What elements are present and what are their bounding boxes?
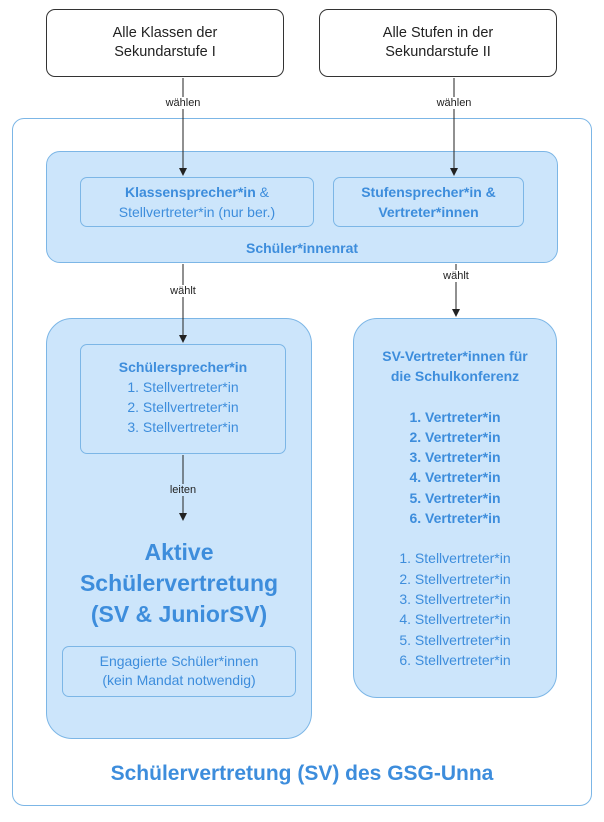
class-speaker-box: Klassensprecher*in & Stellvertreter*in (… — [80, 177, 314, 227]
sk-rep-1: 1. Vertreter*in — [409, 408, 501, 425]
edge-label-waehlen-right: wählen — [434, 97, 474, 109]
school-conference-panel: SV-Vertreter*innen für die Schulkonferen… — [353, 318, 557, 698]
level-speaker-line-2: Vertreter*innen — [378, 204, 479, 220]
sk-rep-3: 3. Vertreter*in — [409, 449, 501, 466]
sk-deputy-4: 4. Stellvertreter*in — [399, 611, 511, 628]
council-title: Schüler*innenrat — [245, 240, 359, 256]
sk-rep-2: 2. Vertreter*in — [409, 428, 501, 445]
edge-label-waehlt-left: wählt — [168, 285, 198, 297]
box-sekundarstufe-1: Alle Klassen der Sekundarstufe I — [46, 9, 284, 77]
asv-title-line-3: (SV & JuniorSV) — [90, 601, 268, 627]
sk-deputy-3: 3. Stellvertreter*in — [399, 590, 511, 607]
sek1-line-2: Sekundarstufe I — [114, 44, 216, 60]
class-speaker-title: Klassensprecher*in — [125, 184, 256, 200]
sek1-line-1: Alle Klassen der — [112, 25, 218, 41]
engaged-line-1: Engagierte Schüler*innen — [99, 653, 259, 669]
edge-label-waehlen-left: wählen — [163, 97, 203, 109]
asv-title: Aktive Schülervertretung (SV & JuniorSV) — [46, 537, 312, 630]
edge-label-leiten: leiten — [167, 484, 199, 496]
council-panel — [46, 151, 558, 263]
sk-rep-4: 4. Vertreter*in — [409, 469, 501, 486]
sk-deputy-1: 1. Stellvertreter*in — [399, 550, 511, 567]
speaker-deputy-3: 3. Stellvertreter*in — [127, 419, 239, 435]
engaged-line-2: (kein Mandat notwendig) — [102, 672, 256, 688]
engaged-students-box: Engagierte Schüler*innen (kein Mandat no… — [62, 646, 296, 697]
sk-deputy-5: 5. Stellvertreter*in — [399, 631, 511, 648]
speaker-deputy-2: 2. Stellvertreter*in — [127, 399, 239, 415]
sk-deputy-6: 6. Stellvertreter*in — [399, 651, 511, 668]
speaker-box: Schülersprecher*in 1. Stellvertreter*in … — [80, 344, 286, 454]
asv-title-line-2: Schülervertretung — [79, 570, 279, 596]
class-speaker-amp: & — [255, 184, 269, 200]
box-sekundarstufe-2: Alle Stufen in der Sekundarstufe II — [319, 9, 557, 77]
footer-title: Schülervertretung (SV) des GSG-Unna — [110, 762, 494, 785]
sk-deputy-2: 2. Stellvertreter*in — [399, 570, 511, 587]
class-speaker-deputy: Stellvertreter*in (nur ber.) — [118, 204, 276, 220]
level-speaker-box: Stufensprecher*in & Vertreter*innen — [333, 177, 524, 227]
sek2-line-2: Sekundarstufe II — [385, 44, 491, 60]
speaker-deputy-1: 1. Stellvertreter*in — [127, 379, 239, 395]
speaker-title: Schülersprecher*in — [118, 359, 248, 375]
level-speaker-line-1: Stufensprecher*in & — [361, 184, 496, 200]
sk-title-line-2: die Schulkonferenz — [390, 368, 520, 385]
sk-rep-5: 5. Vertreter*in — [409, 489, 501, 506]
sk-title-line-1: SV-Vertreter*innen für — [382, 348, 528, 364]
sk-rep-6: 6. Vertreter*in — [409, 510, 501, 527]
edge-label-waehlt-right: wählt — [441, 270, 471, 282]
asv-title-line-1: Aktive — [144, 539, 214, 565]
asv-panel — [46, 318, 312, 739]
sek2-line-1: Alle Stufen in der — [382, 25, 494, 41]
